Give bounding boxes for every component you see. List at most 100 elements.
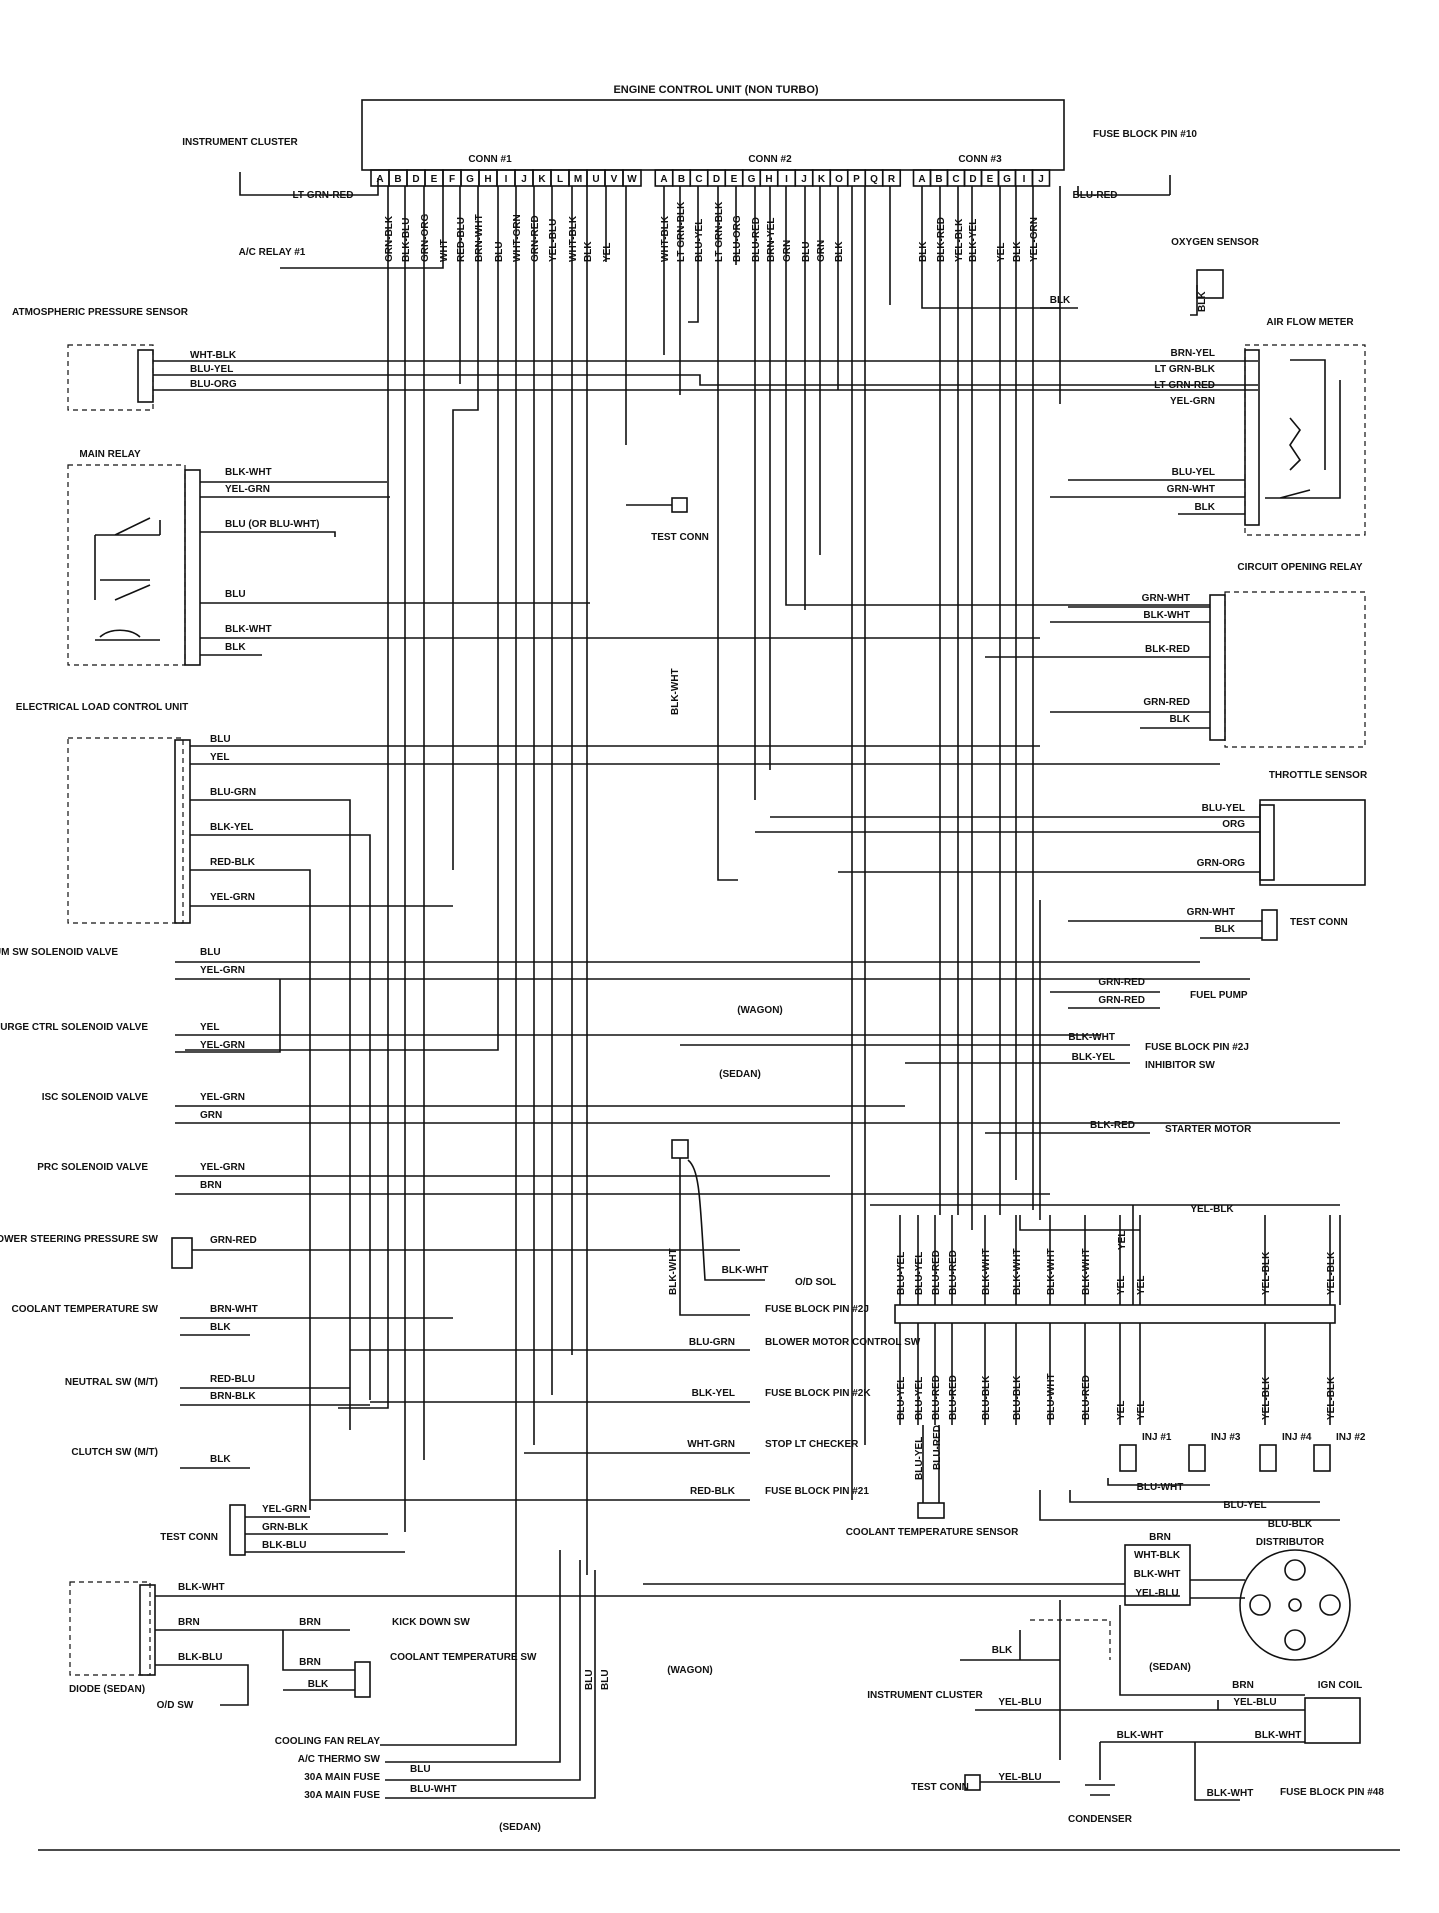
ecu-wire-label: BLK (1012, 241, 1023, 262)
elcu-wire-3: BLU-GRN (210, 787, 256, 798)
clutch-label: CLUTCH SW (M/T) (71, 1447, 158, 1458)
diode-wire-3: BLK-BLU (178, 1652, 222, 1663)
elcu-wire-1: BLU (210, 734, 231, 745)
diode-wire-2: BRN (178, 1617, 200, 1628)
isc-wire-2: GRN (200, 1110, 222, 1121)
fuse-block-10-label: FUSE BLOCK PIN #10 (1093, 129, 1197, 140)
fuse-2k-label: FUSE BLOCK PIN #2K (765, 1388, 871, 1399)
ecu-wire-label: WHT-BLK (660, 215, 671, 262)
conn3-pin-e: E (987, 174, 994, 185)
vacuum-wire-1: BLU (200, 947, 221, 958)
atm-wire-1: WHT-BLK (190, 350, 237, 361)
ecu-wire-label: LT GRN-BLK (714, 201, 725, 262)
cooling-fan-relay: COOLING FAN RELAY (275, 1736, 381, 1747)
diode: DIODE (SEDAN) BLK-WHT BRN BLK-BLU O/D SW… (69, 1581, 1180, 1711)
conn1-pin-g: G (466, 174, 474, 185)
neutral-wire-1: RED-BLU (210, 1374, 255, 1385)
fuse-2k-wire: BLK-YEL (692, 1388, 735, 1399)
ecu-wire-label: YEL-BLU (548, 219, 559, 262)
wagon-center: (WAGON) (737, 1005, 783, 1016)
fuel-pump-label: FUEL PUMP (1190, 990, 1248, 1001)
rtc-label: TEST CONN (1290, 917, 1348, 928)
distributor-label: DISTRIBUTOR (1256, 1537, 1325, 1548)
fuse-48-wire: BLK-WHT (1207, 1788, 1254, 1799)
cts-sensor-w2: BLU-RED (932, 1425, 943, 1470)
conn2-pin-h: H (765, 174, 772, 185)
main-fuse-2: 30A MAIN FUSE (304, 1790, 380, 1801)
ecu-wire-label: BLU-YEL (694, 219, 705, 262)
prc-solenoid: PRC SOLENOID VALVE YEL-GRN BRN (37, 1162, 1050, 1195)
conn2-pin-j: J (801, 174, 807, 185)
cor-w3: BLK-RED (1145, 644, 1190, 655)
blk-wht-vert2: BLK-WHT (668, 1248, 679, 1295)
injector-body (1313, 1444, 1331, 1472)
conn1-pin-v: V (611, 174, 618, 185)
injector-body (1188, 1444, 1206, 1472)
dist-w2: WHT-BLK (1134, 1550, 1181, 1561)
instrument-cluster-label: INSTRUMENT CLUSTER (182, 137, 298, 148)
od-sol-wire: BLK-WHT (722, 1265, 769, 1276)
injector-label: INJ #2 (1336, 1432, 1366, 1443)
dist-w4: YEL-BLU (1135, 1588, 1178, 1599)
cts-wire-2: BLK (210, 1322, 231, 1333)
mr-wire-3: BLU (OR BLU-WHT) (225, 519, 319, 530)
conn3-pin-box (1031, 169, 1051, 187)
ecu-wire-label: WHT-GRN (512, 214, 523, 262)
conn2-pin-p: P (853, 174, 860, 185)
fuse-2j2-label: FUSE BLOCK PIN #2J (765, 1304, 869, 1315)
inj-top-wire: BLK-WHT (1046, 1248, 1057, 1295)
ecu-wire-label: YEL-BLK (954, 218, 965, 262)
inj-top-wire: BLU-YEL (914, 1252, 925, 1295)
prc-wire-1: YEL-GRN (200, 1162, 245, 1173)
elcu-wire-6: YEL-GRN (210, 892, 255, 903)
fuse-21-wire: RED-BLK (690, 1486, 736, 1497)
ecu-wire-label: GRN (816, 240, 827, 262)
sedan-center: (SEDAN) (719, 1069, 761, 1080)
cor-w5: BLK (1169, 714, 1190, 725)
ecu-wire-label: GRN-RED (530, 215, 541, 262)
neutral-sw: NEUTRAL SW (M/T) RED-BLU BRN-BLK (65, 1374, 370, 1406)
top-area: INSTRUMENT CLUSTER LT GRN-RED FUSE BLOCK… (182, 129, 1260, 316)
conn2-pin-b: B (678, 174, 685, 185)
atm-wire-2: BLU-YEL (190, 364, 233, 375)
dist-w1: BRN (1149, 1532, 1171, 1543)
throttle-label: THROTTLE SENSOR (1269, 770, 1368, 781)
inj-top-wire: YEL (1136, 1276, 1147, 1295)
conn2-pin-o: O (835, 174, 843, 185)
ecu-wire-label: GRN-BLK (384, 215, 395, 262)
conn2-pin-k: K (818, 174, 826, 185)
purge-wire-2: YEL-GRN (200, 1040, 245, 1051)
ecu-title: ENGINE CONTROL UNIT (NON TURBO) (613, 84, 818, 96)
ecu-wire-label: BRN-YEL (766, 218, 777, 262)
ac-relay-label: A/C RELAY #1 (239, 247, 306, 258)
mr-wire-1: BLK-WHT (225, 467, 272, 478)
cor-label: CIRCUIT OPENING RELAY (1237, 562, 1363, 573)
injector-body (1259, 1444, 1277, 1472)
ecu-wire-label: YEL-GRN (1029, 217, 1040, 262)
conn1-pin-w: W (627, 174, 637, 185)
inj-top-wire: YEL-BLK (1261, 1251, 1272, 1295)
isc-label: ISC SOLENOID VALVE (42, 1092, 149, 1103)
ecu: ENGINE CONTROL UNIT (NON TURBO) CONN #1 … (361, 84, 1065, 262)
blu-wht-wire: BLU-WHT (410, 1784, 457, 1795)
ltc-wire-1: YEL-GRN (262, 1504, 307, 1515)
fp-w1: GRN-RED (1098, 977, 1145, 988)
injector-label: INJ #3 (1211, 1432, 1241, 1443)
conn2-pin-d: D (713, 174, 720, 185)
blu-vert-1: BLU (584, 1669, 595, 1690)
diode-wire-1: BLK-WHT (178, 1582, 225, 1593)
fuse-48-label: FUSE BLOCK PIN #48 (1280, 1787, 1384, 1798)
center-test-conn-label: TEST CONN (651, 532, 709, 543)
conn3-pin-g: G (1003, 174, 1011, 185)
conn1-label: CONN #1 (468, 154, 512, 165)
thr-w1: BLU-YEL (1202, 803, 1245, 814)
ign-test-conn: TEST CONN (911, 1782, 969, 1793)
ecu-wire-label: BLK-RED (936, 217, 947, 262)
mr-wire-2: YEL-GRN (225, 484, 270, 495)
coolant-temp-sw: COOLANT TEMPERATURE SW BRN-WHT BLK (12, 1304, 453, 1336)
